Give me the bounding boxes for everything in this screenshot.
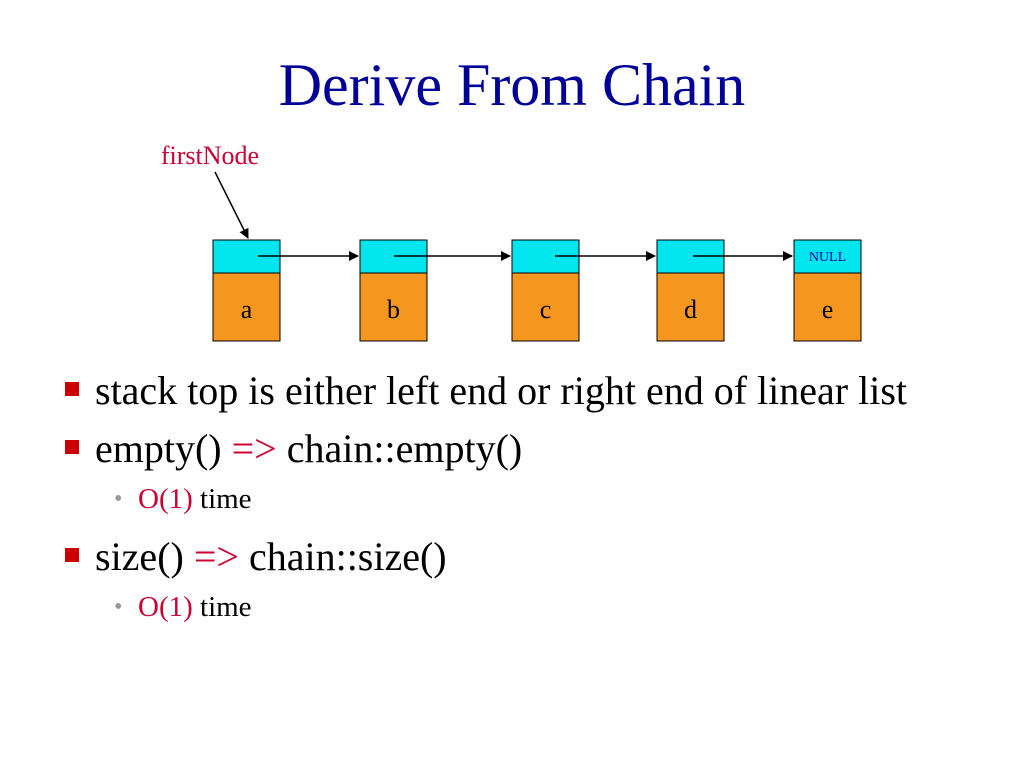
element-label: e [822, 295, 834, 324]
arrow-operator: => [231, 426, 277, 471]
square-bullet-icon [65, 382, 79, 396]
element-field [511, 272, 580, 342]
arrow-operator: => [193, 534, 239, 579]
complexity-value: O(1) [138, 591, 193, 623]
square-bullet-icon [65, 440, 79, 454]
bullet-empty: empty() => chain::empty() [64, 426, 964, 472]
element-label: c [540, 295, 552, 324]
element-field [656, 272, 725, 342]
chain-node-b: b [359, 239, 428, 342]
complexity-text: time [192, 591, 252, 623]
bullet-size: size() => chain::size() [64, 534, 964, 580]
bullet-list: stack top is either left end or right en… [64, 368, 964, 642]
chain-node-e: NULL e [793, 239, 862, 342]
null-link-label: NULL [809, 250, 846, 265]
element-field [212, 272, 281, 342]
complexity-value: O(1) [138, 483, 193, 515]
sub-bullet-size-complexity: • O(1) time [64, 590, 964, 624]
element-label: d [684, 295, 697, 324]
bullet-text-part: chain::empty() [276, 426, 523, 471]
chain-node-d: d [656, 239, 725, 342]
link-field [793, 239, 862, 274]
first-node-pointer-arrow [214, 171, 249, 239]
first-node-label: firstNode [161, 141, 259, 170]
chain-node-a: a [212, 239, 281, 342]
element-field [359, 272, 428, 342]
bullet-stack-top: stack top is either left end or right en… [64, 368, 964, 414]
element-label: a [241, 295, 253, 324]
round-bullet-icon: • [114, 486, 123, 512]
bullet-text-part: size() [95, 534, 194, 579]
chain-node-c: c [511, 239, 580, 342]
round-bullet-icon: • [114, 594, 123, 620]
square-bullet-icon [65, 548, 79, 562]
bullet-text-part: empty() [95, 426, 232, 471]
element-field [793, 272, 862, 342]
bullet-text: stack top is either left end or right en… [95, 368, 907, 413]
sub-bullet-empty-complexity: • O(1) time [64, 482, 964, 516]
element-label: b [387, 295, 400, 324]
slide-title: Derive From Chain [278, 52, 746, 118]
bullet-text-part: chain::size() [238, 534, 447, 579]
complexity-text: time [192, 483, 252, 515]
